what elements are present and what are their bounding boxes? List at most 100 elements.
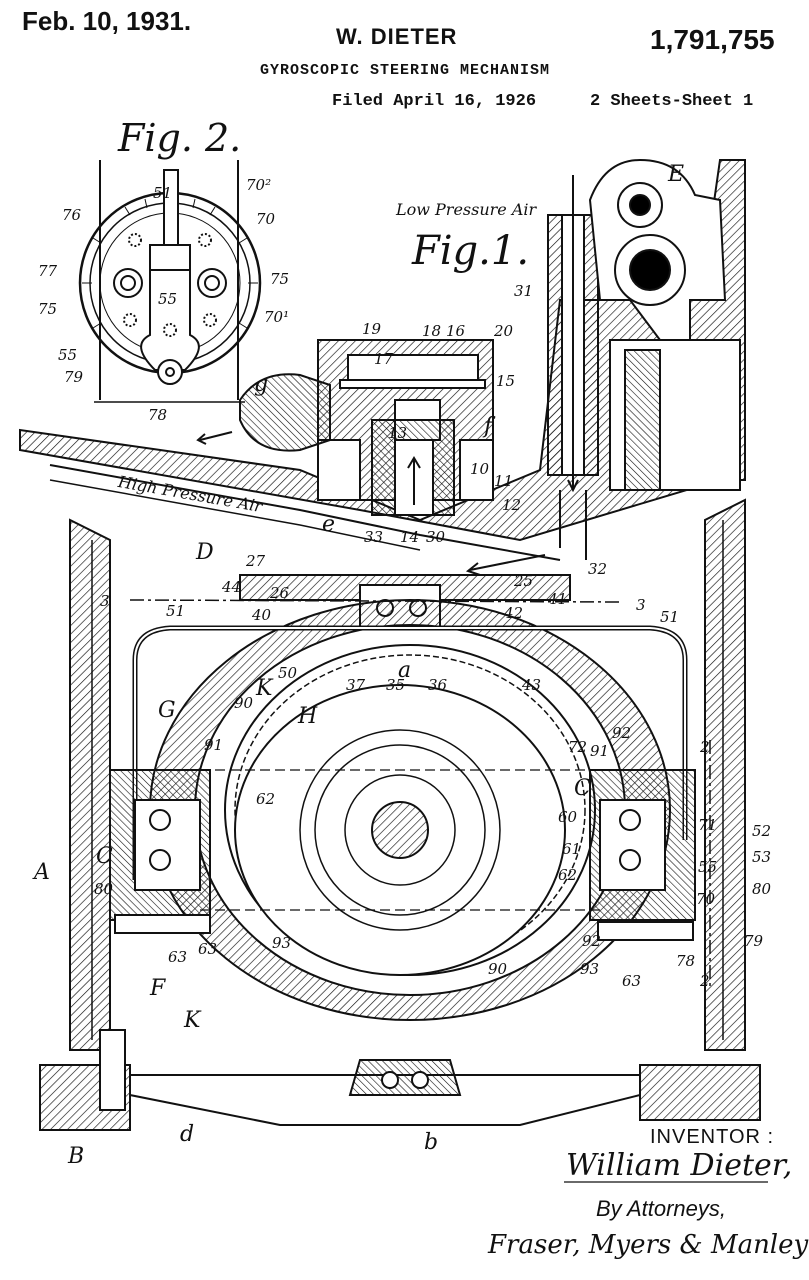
fig1-ref: 53 [752, 848, 772, 866]
fig2-ref: 79 [64, 368, 84, 386]
fig1-ref: 61 [562, 840, 582, 858]
fig1-ref: 63 [198, 940, 218, 958]
fig1-ref: 40 [252, 606, 272, 624]
fig1-ref: 18 [422, 322, 442, 340]
fig1-ref: H [298, 704, 318, 729]
fig1-ref: 55 [698, 858, 718, 876]
fig1-ref: d [180, 1122, 195, 1147]
fig1-ref: 92 [582, 932, 602, 950]
fig1-ref: 91 [590, 742, 610, 760]
fig1-ref: 2 [700, 972, 710, 990]
fig1-ref: 12 [502, 496, 522, 514]
fig1-ref: 30 [426, 528, 446, 546]
fig1-ref: g [254, 372, 269, 397]
fig1-ref: 80 [94, 880, 114, 898]
fig1-ref: 90 [488, 960, 508, 978]
fig1-ref: 17 [374, 350, 394, 368]
fig1-ref: 27 [246, 552, 266, 570]
fig1-ref: 70 [696, 890, 716, 908]
fig2-ref: 75 [270, 270, 290, 288]
fig1-ref: 52 [752, 822, 772, 840]
fig1-ref: 43 [522, 676, 542, 694]
fig1-drawing [19, 158, 761, 1131]
fig1-ref: e [322, 512, 336, 537]
fig2-ref: 70 [256, 210, 276, 228]
inventor-label: INVENTOR : [650, 1126, 775, 1148]
fig1-ref: 63 [622, 972, 642, 990]
fig1-ref: K [256, 676, 273, 701]
fig1-ref: 62 [558, 866, 578, 884]
fig2-ref: 77 [38, 262, 58, 280]
fig1-ref: 44 [222, 578, 242, 596]
fig1-ref: A [34, 860, 50, 885]
fig1-ref: 62 [256, 790, 276, 808]
fig1-ref: 31 [514, 282, 534, 300]
fig1-ref: 93 [272, 934, 292, 952]
inventor-signature: William Dieter, [566, 1148, 793, 1183]
inventor-name-header: W. DIETER [336, 24, 458, 49]
fig1-ref: 79 [744, 932, 764, 950]
fig1-ref: 14 [400, 528, 420, 546]
fig1-ref: C [96, 844, 113, 869]
fig1-ref: 80 [752, 880, 772, 898]
fig1-ref: 3 [100, 592, 110, 610]
fig1-ref: E [668, 162, 685, 187]
fig1-ref: 51 [166, 602, 186, 620]
fig1-ref: B [68, 1144, 85, 1169]
fig1-ref: 90 [234, 694, 254, 712]
fig1-ref: 72 [568, 738, 588, 756]
fig1-ref: f [484, 414, 493, 439]
fig1-ref: 13 [388, 424, 408, 442]
fig1-ref: 25 [514, 572, 534, 590]
fig1-ref: 15 [496, 372, 516, 390]
fig1-ref: 26 [270, 584, 290, 602]
fig2-ref: 76 [62, 206, 82, 224]
fig1-ref: 11 [494, 472, 514, 490]
fig1-ref: 93 [580, 960, 600, 978]
fig1-ref: 3 [636, 596, 646, 614]
fig1-ref: 71 [698, 816, 718, 834]
fig1-ref: K [184, 1008, 201, 1033]
low-pressure-air-label: Low Pressure Air [396, 200, 537, 219]
fig1-ref: 33 [364, 528, 384, 546]
fig1-ref: 20 [494, 322, 514, 340]
fig1-ref: D [196, 540, 214, 565]
fig1-ref: 91 [204, 736, 224, 754]
filed-date: Filed April 16, 1926 [332, 92, 537, 111]
fig1-ref: 10 [470, 460, 490, 478]
fig1-ref: 16 [446, 322, 466, 340]
by-attorneys-label: By Attorneys, [596, 1196, 727, 1221]
fig1-ref: 51 [660, 608, 680, 626]
fig1-ref: 92 [612, 724, 632, 742]
fig2-label: Fig. 2. [118, 116, 242, 160]
fig1-ref: F [150, 976, 166, 1001]
fig2-ref: 51 [153, 184, 173, 202]
fig1-ref: 42 [504, 604, 524, 622]
fig1-ref: 36 [428, 676, 448, 694]
fig1-ref: 60 [558, 808, 578, 826]
fig1-ref: 2 [700, 738, 710, 756]
attorneys-signature: Fraser, Myers & Manley [488, 1230, 809, 1260]
fig1-ref: 63 [168, 948, 188, 966]
fig2-ref: 55 [58, 346, 78, 364]
fig1-ref: b [424, 1130, 439, 1155]
sheet-count: 2 Sheets-Sheet 1 [590, 92, 754, 111]
fig2-ref: 78 [148, 406, 168, 424]
fig1-label: Fig.1. [412, 228, 530, 274]
fig2-ref: 55 [158, 290, 178, 308]
fig1-ref: 37 [346, 676, 366, 694]
fig1-ref: 19 [362, 320, 382, 338]
fig1-ref: G [158, 698, 176, 723]
fig1-ref: C [574, 776, 591, 801]
fig2-ref: 75 [38, 300, 58, 318]
fig1-ref: 78 [676, 952, 696, 970]
fig1-ref: a [398, 658, 412, 683]
fig1-ref: 35 [386, 676, 406, 694]
fig2-drawing [78, 160, 262, 403]
fig2-ref: 70² [246, 176, 272, 194]
patent-date: Feb. 10, 1931. [22, 6, 192, 36]
patent-number: 1,791,755 [650, 24, 775, 55]
fig1-ref: 41 [548, 590, 568, 608]
fig1-ref: 32 [588, 560, 608, 578]
